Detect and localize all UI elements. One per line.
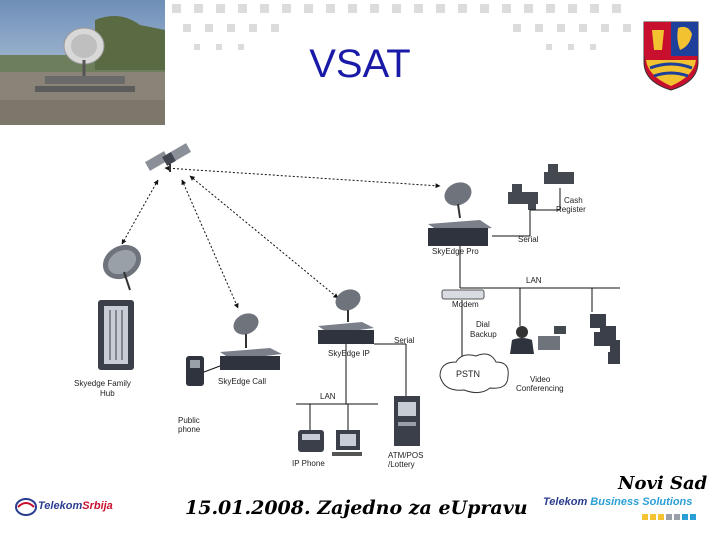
ip-phone-label: IP Phone: [292, 459, 325, 468]
skyedge-call-modem-icon: [220, 348, 282, 370]
cash-register-icon: [508, 164, 574, 210]
skyedge-ip-label: SkyEdge IP: [328, 349, 370, 358]
slide-title: VSAT: [309, 42, 411, 86]
ip-phone-icon: [298, 430, 324, 452]
video-conferencing-icon: [510, 326, 566, 354]
hub-label-2: Hub: [100, 389, 115, 398]
computer-icon: [332, 430, 362, 456]
telekom-srbija-logo-text: TelekomSrbija: [38, 500, 113, 512]
video-conferencing-label-2: Conferencing: [516, 384, 564, 393]
hub-label: Skyedge Family: [74, 379, 131, 388]
cash-register-label: Cash: [564, 196, 583, 205]
modem-icon: [441, 289, 485, 300]
telekom-srbija-logo: [15, 497, 135, 517]
lan-right-label: LAN: [526, 276, 542, 285]
cash-register-label-2: Register: [556, 205, 586, 214]
public-phone-label-2: phone: [178, 425, 201, 434]
public-phone-label: Public: [178, 416, 200, 425]
dial-backup-label-2: Backup: [470, 330, 497, 339]
skyedge-ip-dish-icon: [335, 289, 361, 322]
modem-label: Modem: [452, 300, 479, 309]
pstn-label: PSTN: [456, 369, 481, 379]
atm-label-2: /Lottery: [388, 460, 415, 469]
serial-mid-label: Serial: [394, 336, 415, 345]
pstn-cloud-icon: [439, 353, 509, 394]
satellite-dish-photo: [0, 0, 165, 125]
decorative-square-pattern: [168, 0, 638, 60]
vsat-network-diagram: Skyedge Family Hub SkyEdge Pro Cash Regi…: [60, 140, 620, 480]
telekom-business-solutions-logo: Telekom Business Solutions: [543, 496, 693, 508]
lan-bottom-label: LAN: [320, 392, 336, 401]
serial-top-label: Serial: [518, 235, 539, 244]
satellite-icon: [144, 143, 192, 172]
skyedge-ip-modem-icon: [318, 322, 374, 344]
public-phone-icon: [186, 356, 204, 386]
atm-icon: [394, 396, 420, 446]
footer-date: 15.01.2008. Zajedno za eUpravu: [185, 497, 528, 519]
skyedge-call-dish-icon: [233, 313, 259, 348]
skyedge-call-label: SkyEdge Call: [218, 377, 267, 386]
coat-of-arms-icon: [640, 20, 702, 92]
brand-squares-icon: [640, 510, 700, 522]
footer-city: Novi Sad: [618, 473, 708, 494]
skyedge-pro-label: SkyEdge Pro: [432, 247, 479, 256]
atm-label: ATM/POS: [388, 451, 424, 460]
hub-tower-icon: [98, 300, 134, 370]
hub-dish-icon: [102, 244, 142, 291]
skyedge-pro-modem-icon: [428, 220, 492, 246]
video-conferencing-label: Video: [530, 375, 551, 384]
dial-backup-label: Dial: [476, 320, 490, 329]
skyedge-pro-dish-icon: [444, 182, 472, 219]
workstation-monitors-icon: [590, 314, 620, 364]
